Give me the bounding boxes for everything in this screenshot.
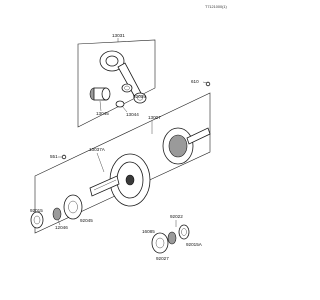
label-13037a[interactable]: 13037A [89,147,106,152]
label-551[interactable]: 551 [50,154,58,159]
leader-13045 [99,100,102,112]
label-92015[interactable]: 92015 [30,208,43,213]
label-13007[interactable]: 13007 [148,115,161,120]
oil-seal-92015 [30,211,44,229]
crank-pin-end-b [101,87,111,101]
crankshaft-group: 610 13007 551 13037A [34,79,211,234]
label-12046[interactable]: 12046 [55,225,68,230]
needle-bearing [121,83,133,93]
label-13044[interactable]: 13044 [126,112,139,117]
oil-seal-92015a-bore [181,228,187,236]
needle-bearing-bore [124,85,130,91]
shaft-spline-line [93,179,117,191]
key-551 [61,154,67,160]
thrust-washer [115,100,125,108]
label-92045[interactable]: 92045 [80,218,93,223]
diagram-code: T7121000(1) [205,5,227,9]
oil-seal-92015-bore [33,215,41,225]
label-92015a[interactable]: 92015A [186,242,203,247]
key-610 [205,81,211,87]
label-92039[interactable]: 92039 [133,94,146,99]
leader-13044 [121,105,128,113]
right-crank-counterweight [168,134,188,158]
leader-13037a [96,152,105,173]
label-92022[interactable]: 92022 [170,214,183,219]
connecting-rod-group: 13031 13045 92039 13044 [77,33,156,128]
label-13045[interactable]: 13045 [96,111,109,116]
right-crank-shaft [186,127,211,145]
main-bearing-92045 [63,194,83,220]
label-92027[interactable]: 92027 [156,256,169,261]
main-bearing-92045-bore [68,200,78,214]
main-bearing-16085 [151,232,169,254]
left-bearing-group: 92045 12046 92015 [30,194,93,230]
connecting-rod-box [77,39,156,128]
right-bearing-group: 92022 16085 92027 92015A [142,214,203,261]
small-end-bore [136,95,143,101]
leader-12046 [57,219,61,226]
label-16085[interactable]: 16085 [142,229,155,234]
big-end-bore [105,55,119,67]
collar-12046 [52,207,62,221]
label-13031[interactable]: 13031 [112,33,125,38]
main-bearing-16085-bore [155,237,165,249]
left-crank-shaft [89,175,120,197]
crankshaft-exploded-diagram: T7121000(1) 13031 13045 92039 13044 610 [30,5,227,261]
left-crank-hub [125,174,135,186]
label-610[interactable]: 610 [191,79,199,84]
oil-seal-92015a [178,224,190,240]
collar-92027 [167,231,177,245]
small-end-eye [133,92,147,104]
